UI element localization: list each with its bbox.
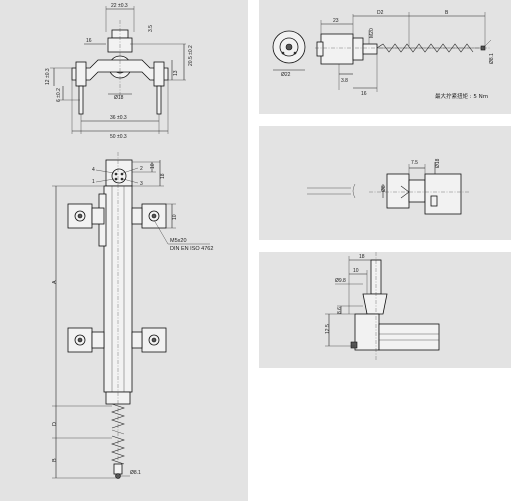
spring-lower	[111, 435, 125, 465]
detail-top-svg: Ø22 23 D2 B M20 Ø8.1	[272, 10, 495, 100]
pin-label-4: 4	[92, 167, 95, 173]
dim-side-10-top: 10	[150, 163, 156, 169]
clamp-bridge-left	[91, 207, 105, 225]
dim-20-5: 20.5 ±0.2	[188, 45, 194, 66]
tr-flange	[352, 37, 364, 61]
connector-face	[111, 168, 127, 184]
mr-collar	[408, 179, 426, 203]
pin-label-2: 2	[140, 166, 143, 172]
clamp-bridge-left-lower	[91, 331, 105, 349]
probe-ball	[115, 473, 121, 479]
dim-side-10-mid: 10	[172, 214, 178, 220]
torque-note: 最大拧紧扭矩 : 5 Nm	[435, 92, 488, 100]
detail-middle-svg: 7.5 Ø18 Ø8	[307, 158, 469, 215]
dim-16: 16	[86, 38, 92, 44]
dim-br-12-5: 12.5	[325, 324, 331, 334]
bracket-block-right	[153, 61, 165, 87]
screw-callout-standard: DIN EN ISO 4762	[170, 246, 213, 252]
dim-br-18: 18	[359, 254, 365, 260]
dim-br-10: 10	[353, 268, 359, 274]
dim-12: 12 ±0.3	[45, 68, 51, 85]
dim-tr-diam22: Ø22	[281, 72, 291, 78]
dim-50: 50 ±0.3	[110, 134, 127, 140]
tr-spring	[376, 43, 474, 53]
mr-body	[424, 173, 462, 215]
dim-tip-main: Ø8.1	[130, 470, 141, 476]
dim-22: 22 ±0.3	[111, 3, 128, 9]
dim-D: D	[52, 422, 58, 426]
top-view: 22 ±0.3 3.5 16 20.5 ±0.2 13 12 ±0.3 6 ±0…	[45, 3, 194, 140]
dim-A: A	[52, 280, 58, 284]
detail-bottom-svg: 18 10 Ø9.8 8.6 12.5	[325, 252, 440, 360]
detail-panel-top: Ø22 23 D2 B M20 Ø8.1	[259, 0, 511, 114]
br-tube	[378, 323, 440, 351]
clamp-bridge-right	[131, 207, 143, 225]
br-body	[354, 313, 380, 351]
dim-diam-18: Ø18	[114, 95, 124, 101]
probe-tip	[113, 463, 123, 475]
dim-mr-7-5: 7.5	[411, 160, 418, 166]
dim-tr-16: 16	[361, 91, 367, 97]
tr-nut	[362, 43, 378, 55]
dim-mr-d8: Ø8	[381, 185, 387, 192]
bracket-pin-right	[156, 85, 162, 115]
main-drawing-svg: 22 ±0.3 3.5 16 20.5 ±0.2 13 12 ±0.3 6 ±0…	[45, 3, 213, 480]
dim-tr-M20: M20	[369, 28, 375, 38]
clamp-bridge-right-lower	[131, 331, 143, 349]
screw-callout-size: M5x20	[170, 238, 187, 244]
pin-label-3: 3	[140, 181, 143, 187]
detail-panel-bottom: 18 10 Ø9.8 8.6 12.5	[259, 252, 511, 368]
dim-tr-tip: Ø8.1	[489, 53, 495, 64]
dim-br-8-6: 8.6	[337, 307, 343, 314]
tr-body	[320, 33, 354, 65]
dim-side-18: 18	[160, 173, 166, 179]
bracket-block-left	[75, 61, 87, 87]
dim-tr-23: 23	[333, 18, 339, 24]
main-drawing-panel: 22 ±0.3 3.5 16 20.5 ±0.2 13 12 ±0.3 6 ±0…	[0, 0, 248, 501]
br-nut	[362, 293, 388, 315]
spring-upper	[111, 403, 125, 429]
dim-tr-D2: D2	[377, 10, 384, 16]
mr-cable	[307, 187, 351, 195]
br-screw	[350, 341, 358, 349]
dim-tr-3-8: 3.8	[341, 78, 348, 84]
dim-6: 6 ±0.2	[56, 88, 62, 102]
dim-13: 13	[173, 70, 179, 76]
pin-label-1: 1	[92, 179, 95, 185]
dim-tr-B: B	[445, 10, 449, 16]
mr-nut	[386, 173, 410, 209]
dim-br-d9-8: Ø9.8	[335, 278, 346, 284]
dim-mr-d18: Ø18	[435, 158, 441, 168]
dim-36: 36 ±0.3	[110, 115, 127, 121]
dim-3-5: 3.5	[148, 25, 154, 32]
dim-B: B	[52, 458, 58, 462]
side-view: 4 1 2 3 10 18	[52, 152, 213, 480]
detail-panel-middle: 7.5 Ø18 Ø8	[259, 126, 511, 240]
